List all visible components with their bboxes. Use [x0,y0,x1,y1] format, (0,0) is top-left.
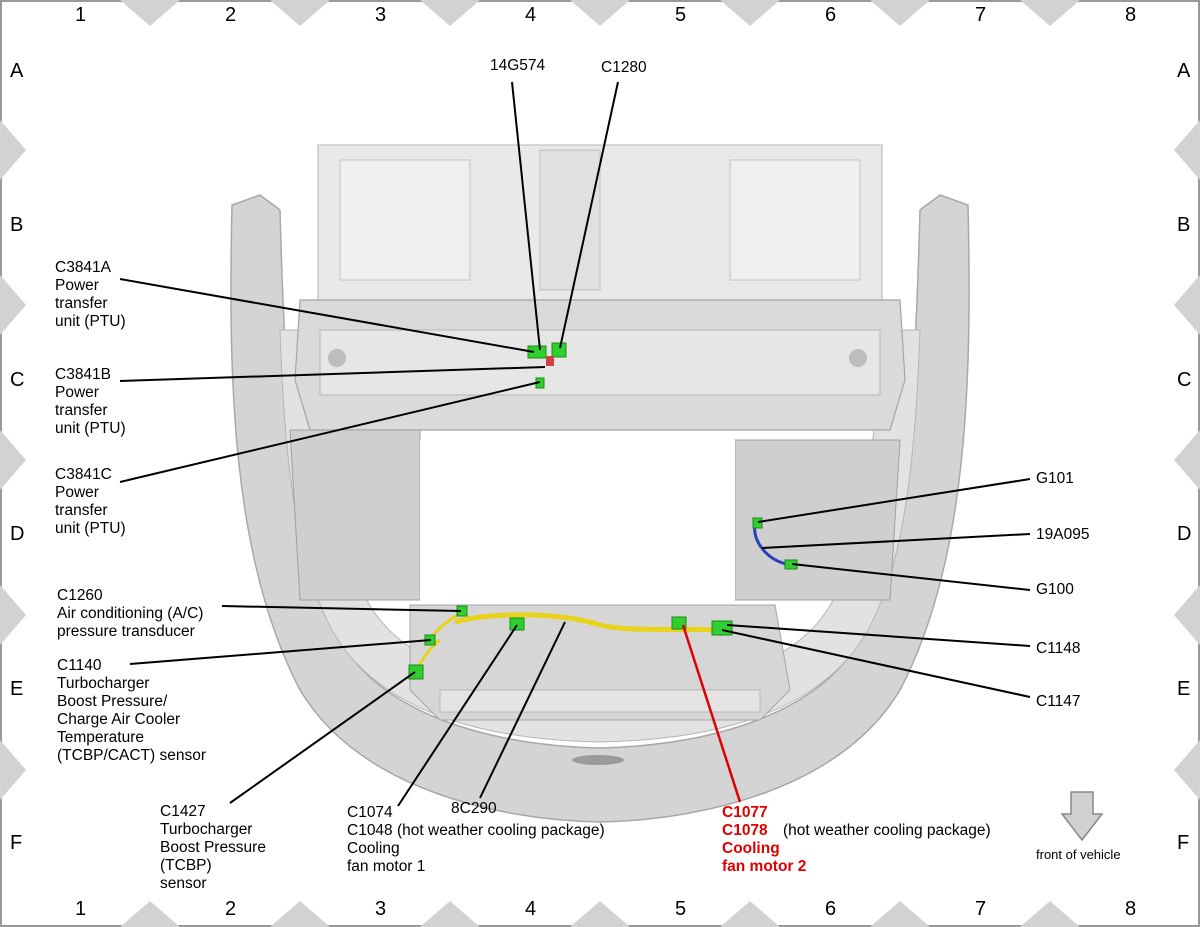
label-g101: G101 [1036,470,1074,487]
label-c1280: C1280 [601,59,647,76]
grid-row-f-left: F [10,832,23,854]
label-c1427-line-2: Turbocharger [160,821,253,838]
label-c3841b: C3841B Power transfer unit (PTU) [55,366,126,438]
grid-col-3-top: 3 [375,4,387,26]
label-c1074-line-3: Cooling [347,840,400,857]
label-c3841c-line-2: Power [55,484,99,501]
label-c1077-c1078: C1077 C1078 Cooling fan motor 2 [722,804,806,876]
label-c1260: C1260 Air conditioning (A/C) pressure tr… [57,587,203,641]
grid-col-3-bottom: 3 [375,898,387,920]
label-c1074-line-4: fan motor 1 [347,858,426,875]
label-14g574: 14G574 [490,57,546,74]
leader-line-highlight [681,624,742,803]
label-c3841b-line-2: Power [55,384,99,401]
grid-col-6-top: 6 [825,4,837,26]
label-19a095: 19A095 [1036,526,1090,543]
label-c1140-line-3: Boost Pressure/ [57,693,168,710]
label-c1140-line-2: Turbocharger [57,675,150,692]
label-c1427-line-4: (TCBP) [160,857,212,874]
grid-row-b-left: B [10,214,24,236]
grid-col-7-bottom: 7 [975,898,987,920]
label-c1140: C1140 Turbocharger Boost Pressure/ Charg… [57,657,206,765]
label-c3841c-line-4: unit (PTU) [55,520,126,537]
grid-col-5-bottom: 5 [675,898,687,920]
label-c1077-line-3: Cooling [722,840,780,857]
label-c3841b-line-4: unit (PTU) [55,420,126,437]
label-c1260-line-3: pressure transducer [57,623,195,640]
grid-row-d-left: D [10,523,25,545]
label-c1427-line-5: sensor [160,875,207,892]
grid-col-1-top: 1 [75,4,87,26]
grid-col-6-bottom: 6 [825,898,837,920]
grid-col-4-bottom: 4 [525,898,537,920]
grid-col-8-bottom: 8 [1125,898,1137,920]
label-c1427: C1427 Turbocharger Boost Pressure (TCBP)… [160,803,266,893]
label-c3841c-line-1: C3841C [55,466,112,483]
connectors [408,342,798,680]
grid-row-e-right: E [1177,678,1191,700]
grid-col-4-top: 4 [525,4,537,26]
grid-row-c-left: C [10,369,25,391]
grid-col-1-bottom: 1 [75,898,87,920]
label-c3841b-line-1: C3841B [55,366,112,383]
leader-lines [119,81,1031,807]
label-c3841a-line-4: unit (PTU) [55,313,126,330]
label-c3841a: C3841A Power transfer unit (PTU) [55,259,126,331]
label-c3841c-line-3: transfer [55,502,108,519]
label-c1260-line-2: Air conditioning (A/C) [57,605,204,622]
label-c1260-line-1: C1260 [57,587,103,604]
grid-row-a-left: A [10,60,24,82]
grid-col-7-top: 7 [975,4,987,26]
grid-row-b-right: B [1177,214,1191,236]
label-c3841a-line-1: C3841A [55,259,112,276]
label-c3841a-line-3: transfer [55,295,108,312]
label-c3841b-line-3: transfer [55,402,108,419]
grid-col-8-top: 8 [1125,4,1137,26]
grid-col-2-bottom: 2 [225,898,237,920]
label-g100: G100 [1036,581,1074,598]
label-c1140-line-4: Charge Air Cooler [57,711,181,728]
label-c1074-line-1: C1074 [347,804,393,821]
label-c1140-line-6: (TCBP/CACT) sensor [57,747,206,764]
label-c3841a-line-2: Power [55,277,99,294]
grid-col-5-top: 5 [675,4,687,26]
grid-col-2-top: 2 [225,4,237,26]
label-c1148: C1148 [1036,640,1081,657]
label-c1078-note: (hot weather cooling package) [783,822,991,839]
front-arrow-icon [1060,791,1104,842]
grid-row-c-right: C [1177,369,1192,391]
grid-row-d-right: D [1177,523,1192,545]
label-c1147: C1147 [1036,693,1081,710]
label-c1077-line-2: C1078 [722,822,768,839]
label-c1074: C1074 C1048 (hot weather cooling package… [347,804,605,876]
label-c1077-line-4: fan motor 2 [722,858,807,875]
label-c1140-line-5: Temperature [57,729,145,746]
grid-row-a-right: A [1177,60,1191,82]
label-c1427-line-1: C1427 [160,803,206,820]
grid-row-e-left: E [10,678,24,700]
label-8c290: 8C290 [451,800,497,817]
label-c1077-line-1: C1077 [722,804,768,821]
label-c1074-line-2: C1048 (hot weather cooling package) [347,822,605,839]
label-c3841c: C3841C Power transfer unit (PTU) [55,466,126,538]
grid-row-f-right: F [1177,832,1190,854]
label-c1427-line-3: Boost Pressure [160,839,266,856]
vehicle-front-structure [230,144,970,823]
front-of-vehicle-label: front of vehicle [1036,847,1121,862]
label-c1140-line-1: C1140 [57,657,102,674]
